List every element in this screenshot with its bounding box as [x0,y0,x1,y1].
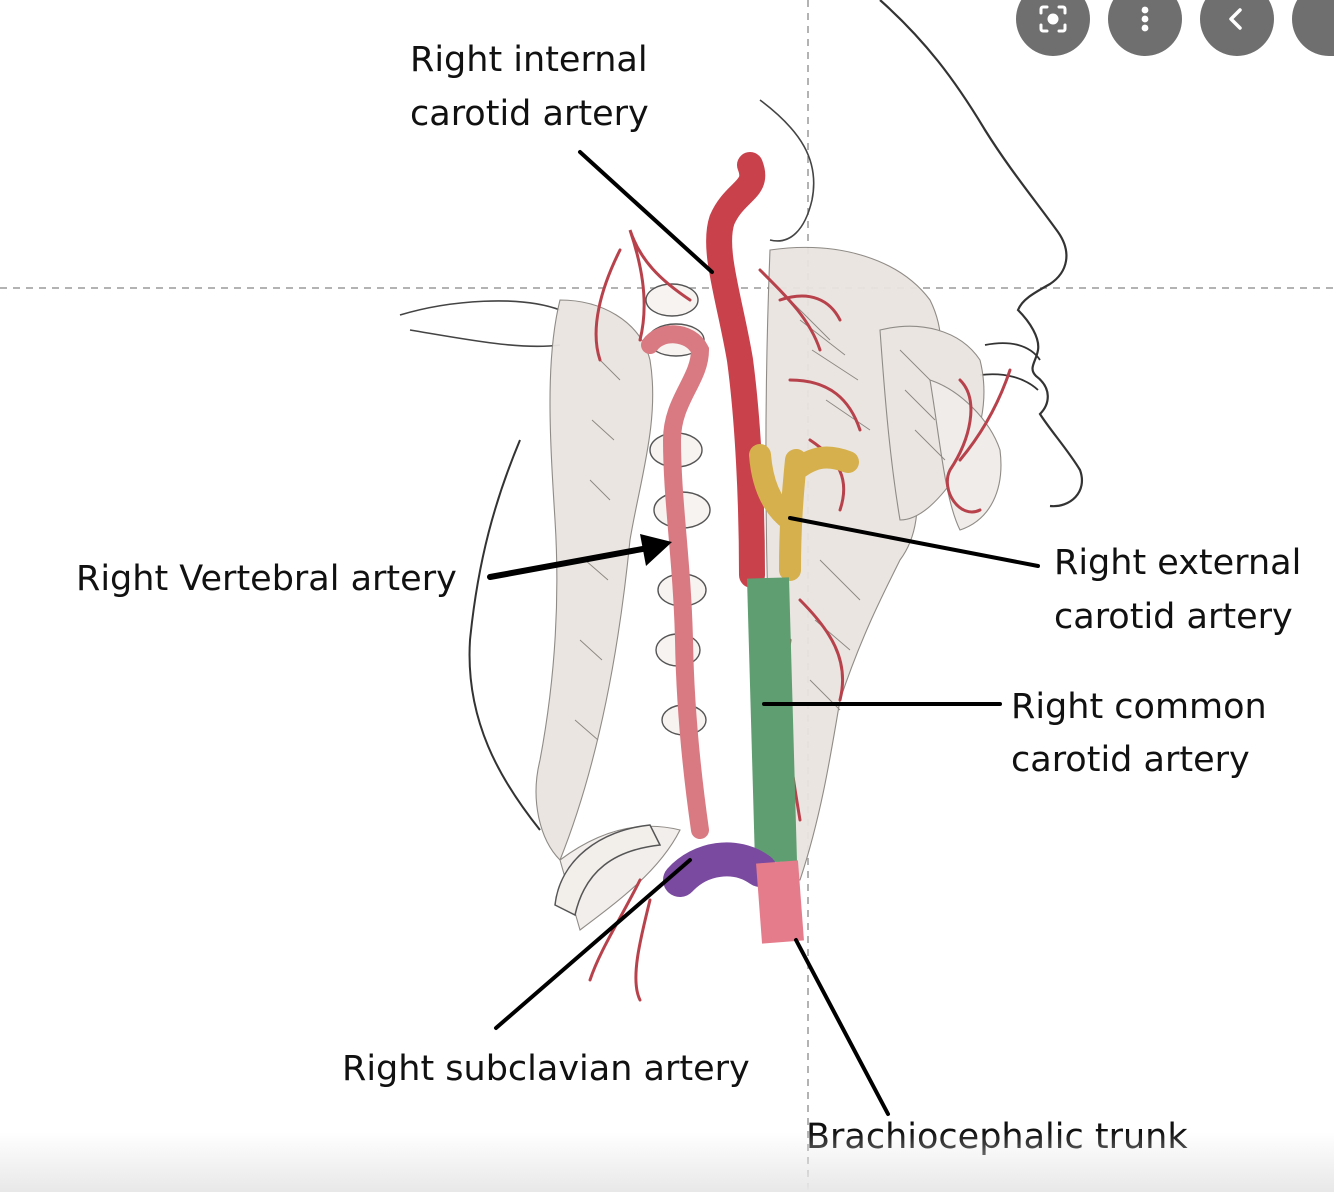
bottom-fade [0,1132,1334,1192]
label-subclavian-artery: Right subclavian artery [342,1049,750,1089]
label-external-carotid-line1: Right external [1054,543,1302,583]
subclavian-pointer [494,858,692,1030]
face-outline [879,0,1083,508]
back-of-neck-outline [468,439,541,831]
first-rib [554,824,662,917]
back-button[interactable] [1200,0,1274,56]
ear-outline [759,99,815,242]
subclavian-artery [663,842,777,897]
vertebral-pointer [487,545,651,580]
shoulder-outline [399,300,561,348]
common-carotid-artery [747,577,797,863]
vertebral-pointer-arrowhead [640,534,672,566]
internal-carotid-artery [706,152,766,588]
pointer-lines [487,150,1040,1116]
back-chevron-icon [1229,8,1242,30]
label-common-carotid-line1: Right common [1011,687,1267,727]
brachiocephalic-pointer [794,938,890,1116]
lens-button[interactable] [1016,0,1090,56]
brachiocephalic-trunk [756,860,804,944]
label-vertebral-artery: Right Vertebral artery [76,559,457,599]
external-carotid-pointer [788,516,1040,568]
label-internal-carotid-line2: carotid artery [410,94,649,134]
label-internal-carotid-line1: Right internal [410,40,648,80]
more-vert-icon [1141,6,1149,32]
lens-icon [1039,5,1067,33]
label-external-carotid-line2: carotid artery [1054,597,1293,637]
external-carotid-artery [749,444,859,581]
lips-outline [979,342,1041,391]
label-common-carotid-line2: carotid artery [1011,740,1250,780]
hatching [574,299,946,741]
vertebral-artery [641,325,710,839]
tissue-shading [535,246,1002,931]
internal-carotid-pointer [578,150,714,274]
